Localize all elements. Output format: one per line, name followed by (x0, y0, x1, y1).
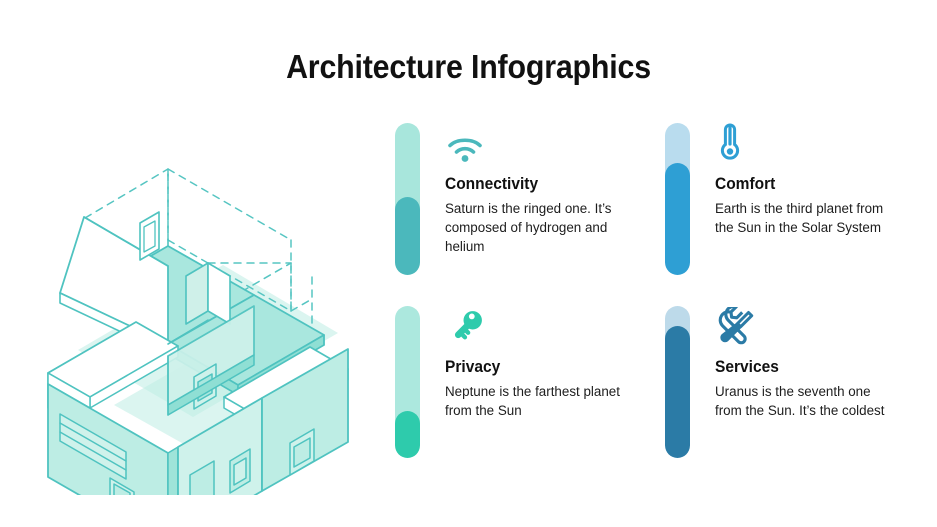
card-text-services: Uranus is the seventh one from the Sun. … (715, 384, 885, 419)
roof-ridge-lines (167, 168, 203, 345)
info-card-comfort[interactable]: Comfort Earth is the third planet from t… (665, 118, 895, 288)
info-card-privacy[interactable]: Privacy Neptune is the farthest planet f… (395, 301, 625, 471)
card-title-connectivity: Connectivity (445, 175, 539, 193)
progress-bar-fill-services (665, 325, 690, 458)
window-front-left (109, 477, 135, 495)
info-card-connectivity[interactable]: Connectivity Saturn is the ringed one. I… (395, 118, 625, 288)
progress-bar-fill-privacy (395, 410, 420, 458)
card-text-comfort: Earth is the third planet from the Sun i… (715, 201, 884, 236)
progress-bar-track-connectivity (395, 123, 420, 275)
window-front-right (229, 448, 251, 494)
key-icon (445, 301, 625, 347)
attic-back-wall (139, 211, 160, 261)
thermometer-icon (715, 118, 895, 164)
window-right-face (289, 428, 315, 476)
progress-bar-track-services (665, 306, 690, 458)
isometric-house-illustration (18, 105, 378, 495)
card-text-connectivity: Saturn is the ringed one. It’s composed … (445, 201, 612, 255)
page-title: Architecture Infographics (286, 48, 651, 85)
card-body-comfort: Comfort Earth is the third planet from t… (715, 118, 895, 237)
info-cards-container: Connectivity Saturn is the ringed one. I… (395, 118, 915, 488)
progress-bar-track-comfort (665, 123, 690, 275)
card-title-services: Services (715, 358, 779, 376)
card-body-connectivity: Connectivity Saturn is the ringed one. I… (445, 118, 625, 256)
card-text-privacy: Neptune is the farthest planet from the … (445, 384, 620, 419)
interior-walls-upper (167, 262, 231, 345)
house-svg (47, 168, 349, 495)
card-title-comfort: Comfort (715, 175, 776, 193)
tools-icon (715, 301, 895, 347)
lower-storey (47, 321, 349, 495)
wifi-icon (445, 118, 625, 164)
entry-door (189, 460, 215, 495)
progress-bar-track-privacy (395, 306, 420, 458)
card-body-privacy: Privacy Neptune is the farthest planet f… (445, 301, 625, 420)
garage-door (59, 413, 127, 480)
card-body-services: Services Uranus is the seventh one from … (715, 301, 895, 420)
info-card-services[interactable]: Services Uranus is the seventh one from … (665, 301, 895, 471)
upper-storey-walls (167, 305, 255, 416)
progress-bar-fill-connectivity (395, 197, 420, 275)
card-title-privacy: Privacy (445, 358, 501, 376)
progress-bar-fill-comfort (665, 162, 690, 275)
